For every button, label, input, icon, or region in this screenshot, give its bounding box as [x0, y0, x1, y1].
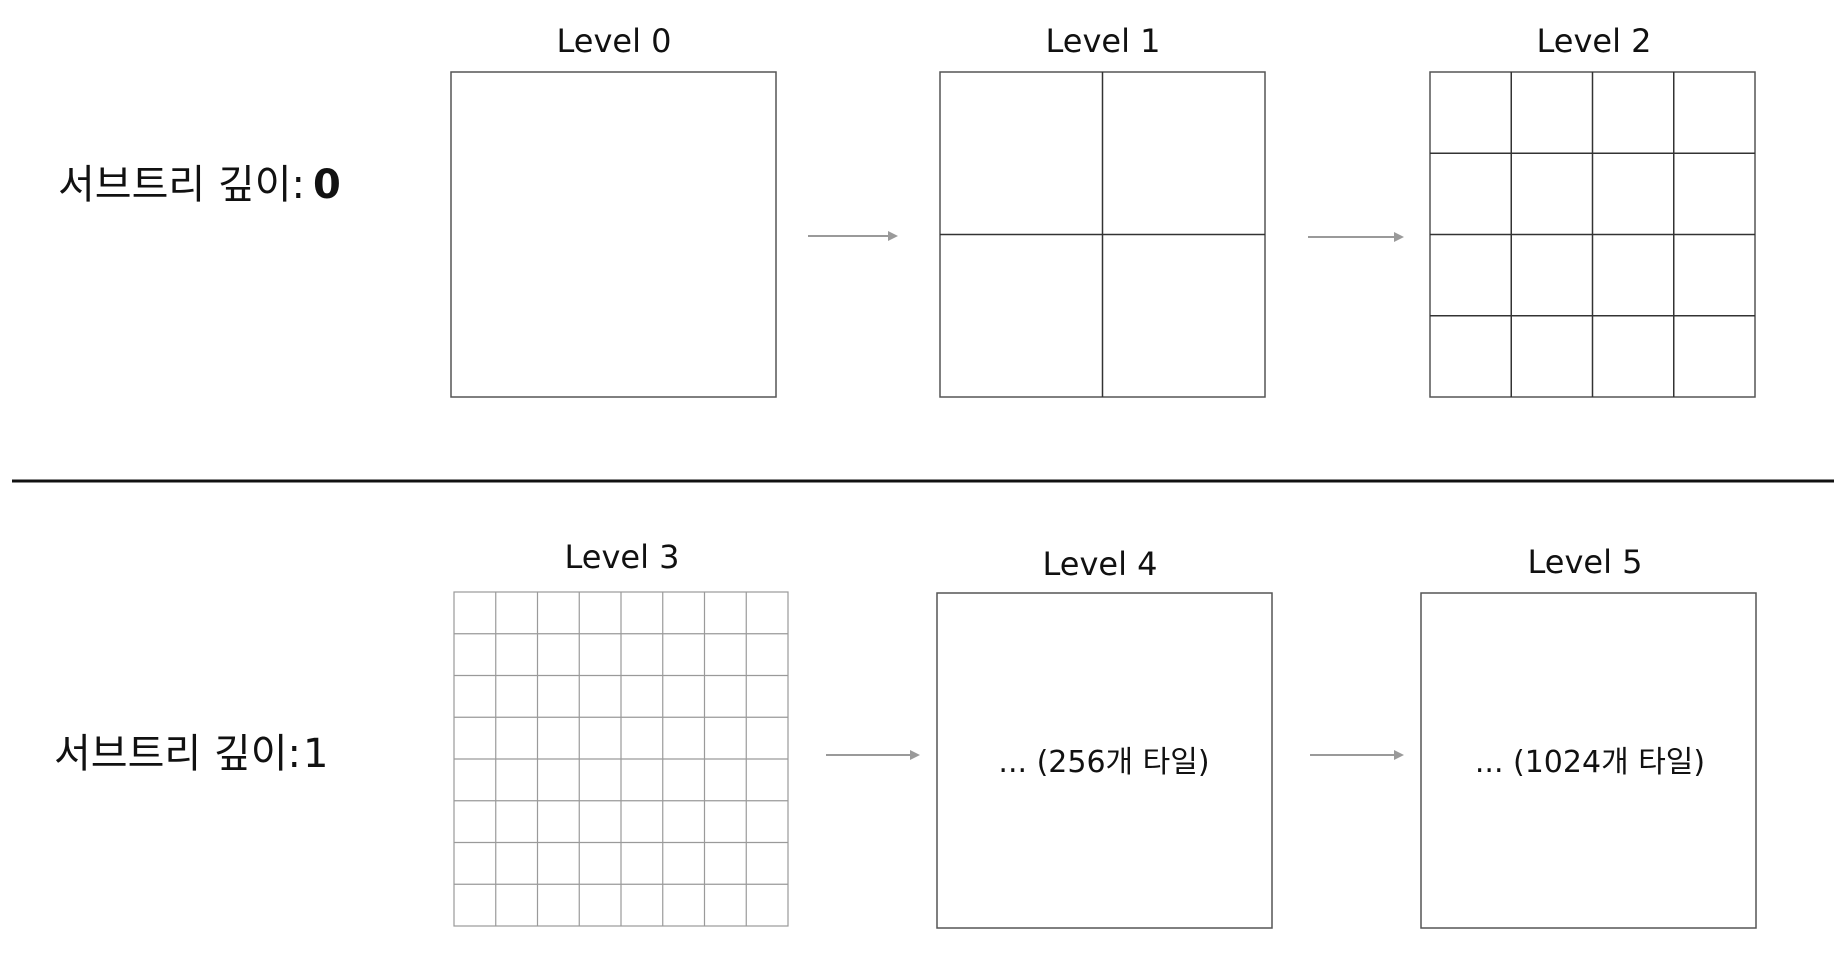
- level-0-tile: [450, 71, 777, 398]
- level-5-tile: [1420, 592, 1757, 929]
- level-0-title: Level 0: [557, 22, 672, 60]
- level-1-title: Level 1: [1046, 22, 1161, 60]
- level-3-title: Level 3: [565, 538, 680, 576]
- level-5-tile-count-note: ... (1024개 타일): [1475, 745, 1705, 780]
- level-4-tile: [936, 592, 1273, 929]
- tile-frame: [936, 592, 1273, 929]
- level-5-title: Level 5: [1528, 543, 1643, 581]
- level-4-title: Level 4: [1043, 545, 1158, 583]
- row-1-label: 서브트리 깊이:1: [54, 731, 328, 777]
- tile-frame: [450, 71, 777, 398]
- row-0-depth-value: 0: [313, 162, 341, 208]
- level-3-tile: [453, 591, 789, 927]
- level-4-tile-count-note: ... (256개 타일): [998, 745, 1209, 780]
- level-2-title: Level 2: [1537, 22, 1652, 60]
- level-1-tile: [939, 71, 1266, 398]
- row-1-depth-value: 1: [303, 731, 328, 777]
- row-0-label: 서브트리 깊이:0: [58, 162, 341, 208]
- tile-frame: [1420, 592, 1757, 929]
- level-2-tile: [1429, 71, 1756, 398]
